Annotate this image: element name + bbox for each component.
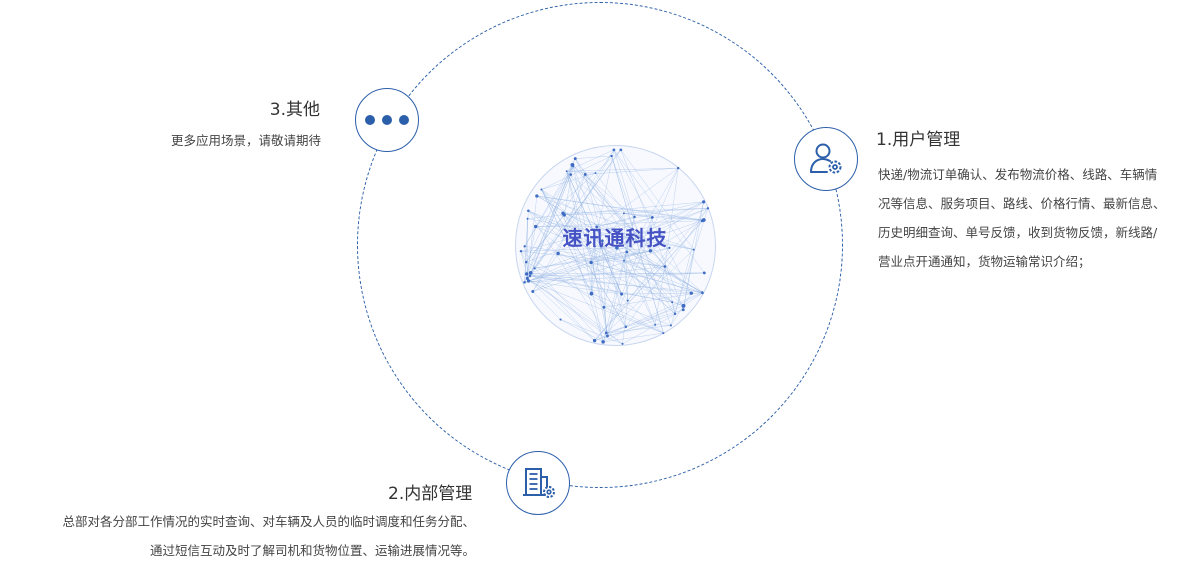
description-line: 更多应用场景，请敬请期待 (171, 126, 321, 155)
center-title: 速讯通科技 (515, 222, 715, 251)
description-line: 况等信息、服务项目、路线、价格行情、最新信息、 (878, 189, 1166, 218)
user-management-description: 快递/物流订单确认、发布物流价格、线路、车辆情 况等信息、服务项目、路线、价格行… (878, 160, 1166, 276)
user-management-heading: 1.用户管理 (876, 125, 960, 150)
user-management-node[interactable] (794, 127, 858, 191)
internal-management-heading: 2.内部管理 (388, 479, 472, 504)
other-node[interactable] (355, 88, 419, 152)
building-gear-icon (519, 464, 557, 502)
description-line: 快递/物流订单确认、发布物流价格、线路、车辆情 (878, 160, 1166, 189)
user-gear-icon (807, 140, 845, 178)
more-dots-icon (362, 113, 412, 127)
internal-management-description: 总部对各分部工作情况的实时查询、对车辆及人员的临时调度和任务分配、 通过短信互动… (62, 507, 475, 565)
description-line: 通过短信互动及时了解司机和货物位置、运输进展情况等。 (62, 536, 475, 565)
description-line: 营业点开通通知，货物运输常识介绍； (878, 247, 1166, 276)
description-line: 历史明细查询、单号反馈，收到货物反馈，新线路/ (878, 218, 1166, 247)
other-description: 更多应用场景，请敬请期待 (171, 126, 321, 155)
description-line: 总部对各分部工作情况的实时查询、对车辆及人员的临时调度和任务分配、 (62, 507, 475, 536)
other-heading: 3.其他 (270, 95, 320, 120)
internal-management-node[interactable] (506, 451, 570, 515)
